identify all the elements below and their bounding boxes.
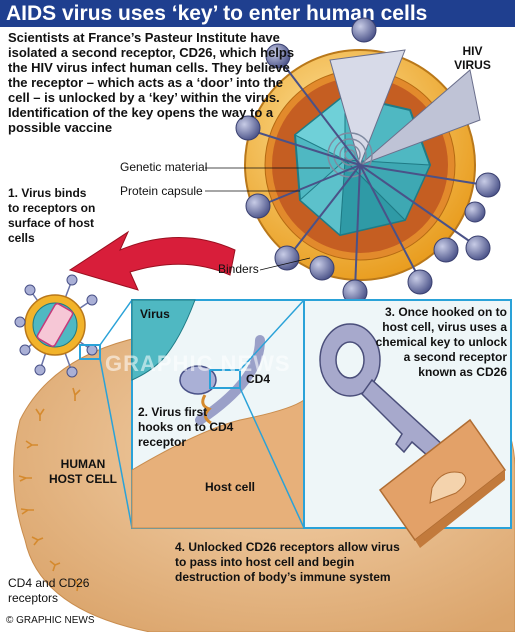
virus-label: Virus xyxy=(140,307,170,321)
panel-key-lock xyxy=(239,299,512,548)
credit-line: © GRAPHIC NEWS xyxy=(6,615,95,626)
step-3-text: 3. Once hooked on to host cell, virus us… xyxy=(375,305,507,379)
panel-virus-cd4 xyxy=(131,299,305,529)
step-2-text: 2. Virus first hooks on to CD4 receptor xyxy=(138,405,234,449)
host-cell-label: Host cell xyxy=(205,480,256,494)
binder-knobs xyxy=(249,59,486,291)
page-title: AIDS virus uses ‘key’ to enter human cel… xyxy=(6,2,428,25)
small-virus-illustration xyxy=(14,274,98,378)
protein-capsule-label: Protein capsule xyxy=(120,184,203,198)
hiv-virus-label: HIV VIRUS xyxy=(454,44,491,72)
human-host-cell-label: HUMAN HOST CELL xyxy=(49,457,117,486)
receptor-marks xyxy=(18,387,84,592)
binders-label: Binders xyxy=(218,262,259,276)
genetic-material-label: Genetic material xyxy=(120,160,208,174)
receptors-label: CD4 and CD26 receptors xyxy=(8,576,90,605)
step-4-text: 4. Unlocked CD26 receptors allow virus t… xyxy=(175,540,400,584)
cd4-label: CD4 xyxy=(246,372,271,386)
step-1-text: 1. Virus binds to receptors on surface o… xyxy=(8,186,96,245)
hiv-virus-illustration xyxy=(235,17,501,305)
red-arrow xyxy=(68,230,236,291)
watermark: GRAPHIC NEWS xyxy=(105,351,291,376)
lock-shape xyxy=(378,418,507,548)
intro-text: Scientists at France’s Pasteur Institute… xyxy=(8,30,295,135)
title-bar: AIDS virus uses ‘key’ to enter human cel… xyxy=(0,0,515,27)
